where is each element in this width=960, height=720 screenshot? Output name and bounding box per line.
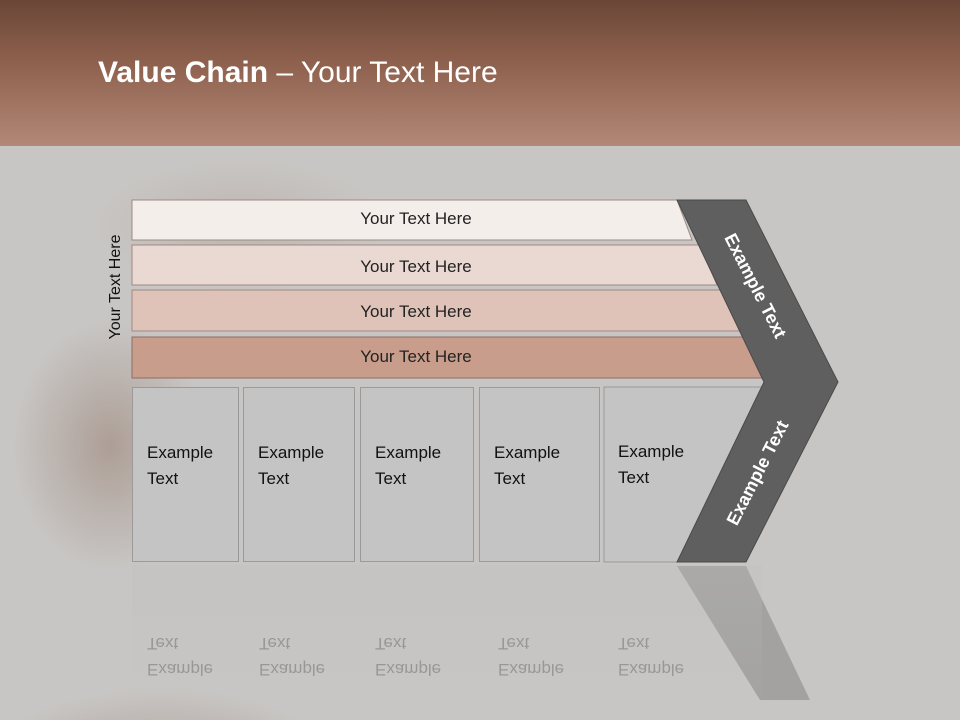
- box-5-line1: Example: [618, 442, 685, 461]
- bar-3-label: Your Text Here: [360, 302, 472, 321]
- chevron-reflection: [677, 566, 810, 700]
- box-4-line2: Text: [494, 469, 526, 488]
- bar-2-label: Your Text Here: [360, 257, 472, 276]
- bar-1-label: Your Text Here: [360, 209, 472, 228]
- box-1-line1: Example: [147, 443, 214, 462]
- box-3-line1: Example: [375, 443, 442, 462]
- bar-1: [131, 199, 693, 241]
- bar-2: [131, 244, 718, 286]
- box-3-line2: Text: [375, 469, 407, 488]
- title-rest: – Your Text Here: [268, 56, 498, 89]
- box-2-line1: Example: [258, 443, 325, 462]
- box-1-line2: Text: [147, 469, 179, 488]
- box-2-line2: Text: [258, 469, 290, 488]
- page-title: Value Chain – Your Text Here: [98, 56, 498, 90]
- title-bold: Value Chain: [98, 56, 269, 89]
- chevron-arrow: [676, 199, 839, 563]
- boxes-reflection: [132, 565, 762, 715]
- header-banner: [0, 0, 960, 146]
- box-4-line1: Example: [494, 443, 561, 462]
- box-5-line2: Text: [618, 468, 650, 487]
- bar-4-label: Your Text Here: [360, 347, 472, 366]
